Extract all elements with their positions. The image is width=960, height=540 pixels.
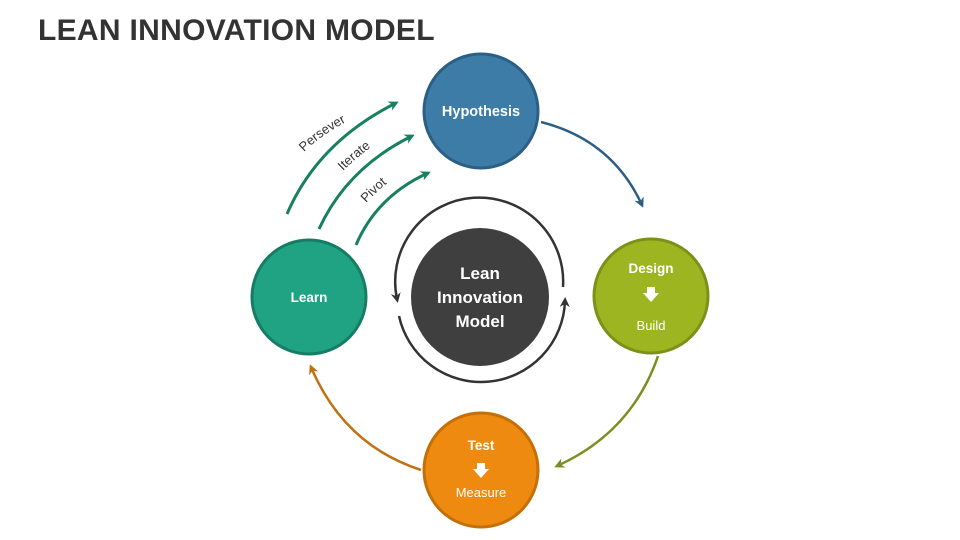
persevere-arrow bbox=[285, 101, 399, 215]
build-label: Build bbox=[637, 318, 666, 333]
pivot-arrow bbox=[354, 171, 431, 246]
down-arrow-icon bbox=[643, 287, 659, 302]
design-label: Design bbox=[628, 261, 673, 276]
learn-node: Learn bbox=[250, 238, 368, 356]
design-build-node: Design Build bbox=[592, 237, 710, 355]
test-measure-node: Test Measure bbox=[422, 411, 540, 529]
iterate-arrow bbox=[317, 134, 415, 230]
center-ring-top-arrow bbox=[390, 196, 565, 303]
page-title: LEAN INNOVATION MODEL bbox=[38, 14, 435, 47]
center-node: Lean Innovation Model bbox=[411, 228, 549, 366]
pivot-label: Pivot bbox=[357, 174, 389, 205]
test-label: Test bbox=[468, 438, 495, 453]
test-to-learn-arrow bbox=[309, 364, 422, 472]
hypothesis-to-design-arrow bbox=[540, 120, 644, 208]
center-label-line3: Model bbox=[455, 312, 504, 331]
hypothesis-label: Hypothesis bbox=[442, 104, 520, 120]
learn-label: Learn bbox=[291, 290, 328, 305]
measure-label: Measure bbox=[456, 485, 507, 500]
iterate-label: Iterate bbox=[335, 138, 373, 174]
build-to-test-arrow bbox=[554, 355, 660, 468]
down-arrow-icon bbox=[473, 463, 489, 478]
center-label-line1: Lean bbox=[460, 264, 500, 283]
hypothesis-node: Hypothesis bbox=[422, 52, 540, 170]
center-label-line2: Innovation bbox=[437, 288, 523, 307]
persevere-label: Persevere bbox=[0, 0, 348, 154]
center-ring-bottom-arrow bbox=[397, 297, 570, 384]
